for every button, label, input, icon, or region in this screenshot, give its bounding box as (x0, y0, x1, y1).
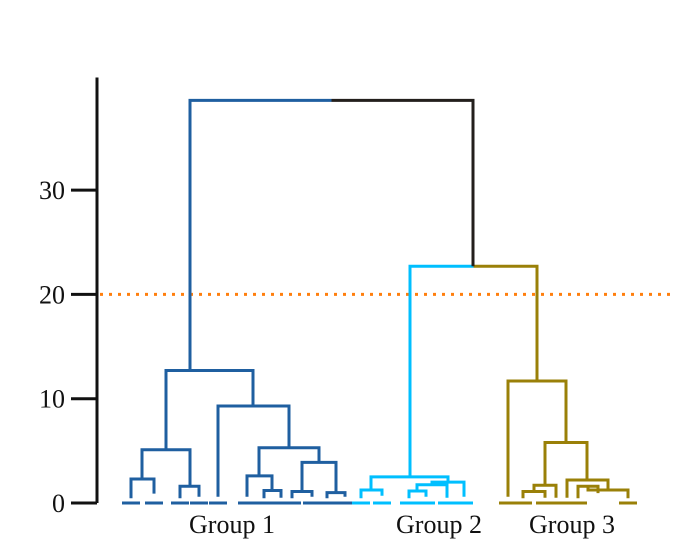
group-label-3: Group 3 (529, 510, 615, 539)
dendrogram-link (164, 369, 255, 450)
dendrogram-link (408, 264, 539, 477)
dendrogram-link (407, 489, 428, 499)
dendrogram-link (325, 491, 347, 499)
y-tick-label-0: 0 (52, 489, 65, 518)
y-tick-label-20: 20 (39, 280, 65, 309)
dendrogram-links (129, 98, 630, 499)
dendrogram-link (359, 488, 384, 499)
dendrogram-link (216, 404, 291, 497)
dendrogram-link (178, 484, 201, 499)
y-axis: 0 10 20 30 (39, 77, 99, 518)
y-tick-label-30: 30 (39, 176, 65, 205)
dendrogram-link (262, 488, 283, 499)
y-tick-label-10: 10 (39, 385, 65, 414)
dendrogram-link (129, 477, 156, 499)
dendrogram-link (506, 379, 568, 497)
dendrogram-link (245, 474, 274, 497)
group-labels: Group 1 Group 2 Group 3 (189, 510, 615, 539)
dendrogram-link (140, 448, 192, 487)
dendrogram-link (521, 490, 547, 499)
group-label-1: Group 1 (189, 510, 275, 539)
dendrogram-link (188, 98, 475, 371)
dendrogram-link (290, 490, 314, 499)
dendrogram-link (300, 460, 338, 493)
group-label-2: Group 2 (396, 510, 482, 539)
